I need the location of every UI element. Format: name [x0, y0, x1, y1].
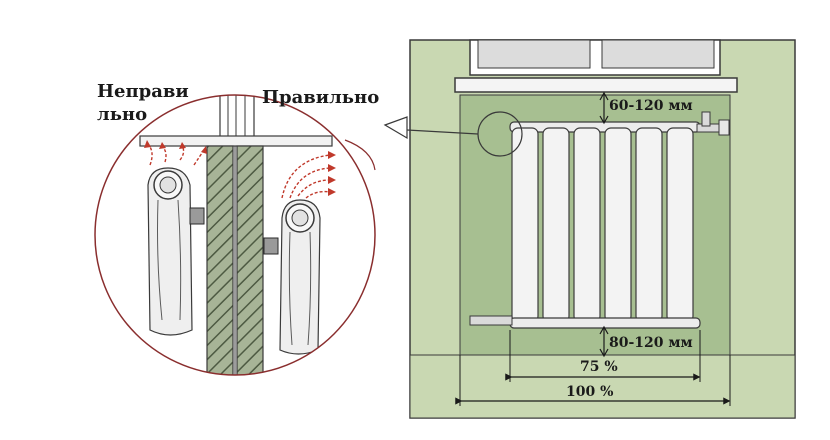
- wall-section-right: [236, 145, 264, 375]
- bottom-valve: [469, 315, 513, 326]
- wall-scene: 60-120 мм 80-120 мм 75 % 100 %: [383, 39, 796, 419]
- top-pipe: [718, 119, 730, 136]
- radiator-fin: [635, 127, 663, 323]
- radiator-width-label: 75 %: [580, 359, 618, 375]
- wrong-radiator-section: [147, 167, 205, 336]
- window: [454, 39, 738, 93]
- radiator-fin: [542, 127, 570, 323]
- floor: [409, 354, 796, 419]
- radiator-fin: [511, 127, 539, 323]
- wrong-label-line2: льно: [97, 104, 147, 125]
- wall-section-left: [206, 145, 234, 375]
- radiator-width-dimension: 75 %: [505, 330, 701, 382]
- niche-width-label: 100 %: [566, 384, 613, 400]
- sill-section: [139, 135, 333, 147]
- top-gap-dimension: 60-120 мм: [599, 91, 693, 125]
- right-radiator-section: [263, 199, 321, 355]
- bottom-gap-label: 80-120 мм: [609, 335, 693, 351]
- radiator: [469, 111, 730, 329]
- window-sill: [454, 77, 738, 93]
- radiator-fin: [573, 127, 601, 323]
- magnifier-tail: [344, 139, 376, 171]
- detail-magnifier: Неправи льно Правильно: [94, 81, 379, 376]
- callout-pointer: [383, 116, 408, 140]
- right-heat-flow-arrows: [281, 154, 331, 199]
- callout-leader: [406, 129, 479, 135]
- right-label: Правильно: [262, 87, 379, 108]
- wrong-label-line1: Неправи: [97, 81, 189, 102]
- radiator-fin: [604, 127, 632, 323]
- top-gap-label: 60-120 мм: [609, 98, 693, 114]
- magnifier-outline: [94, 94, 376, 376]
- niche-width-dimension: 100 %: [455, 355, 731, 406]
- bottom-gap-dimension: 80-120 мм: [599, 325, 693, 358]
- radiator-fin: [666, 127, 694, 323]
- window-frame-lines: [219, 95, 255, 141]
